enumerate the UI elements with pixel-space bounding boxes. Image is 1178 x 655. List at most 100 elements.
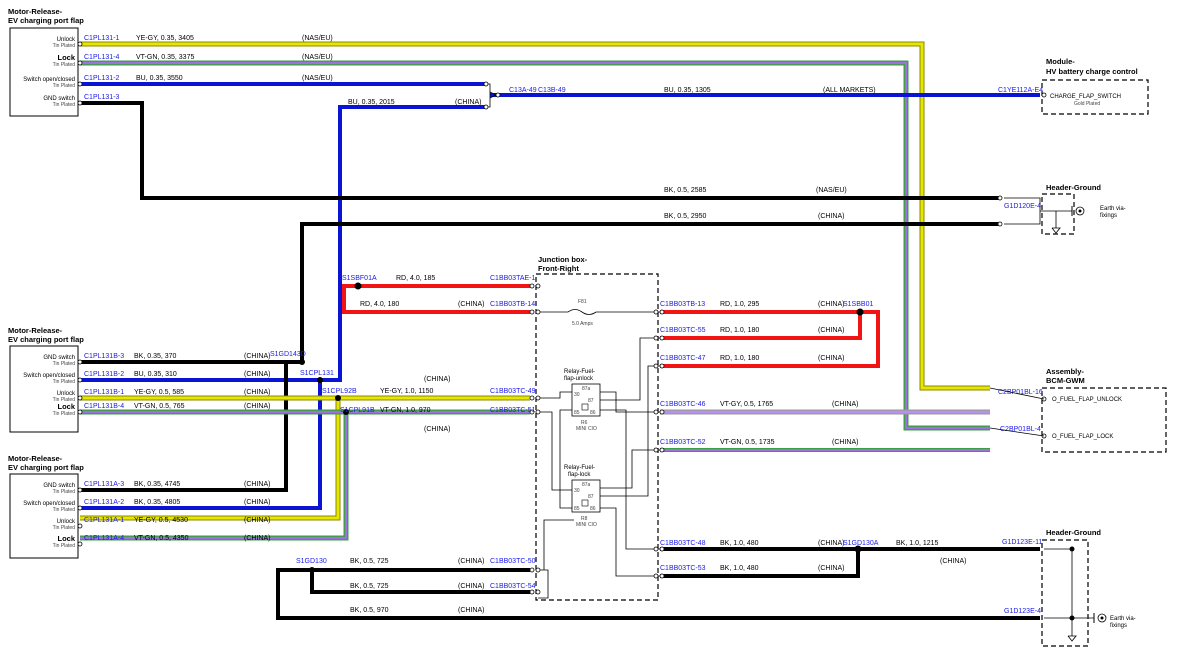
pin-plating: Tin Plated — [53, 62, 76, 68]
connector-label: C1BB03TC-48 — [660, 540, 706, 547]
wire-market: (NAS/EU) — [302, 75, 333, 82]
wire-market: (CHINA) — [818, 213, 844, 220]
pin-terminal — [77, 505, 83, 511]
pin-terminal — [535, 395, 541, 401]
wire-label: BK, 0.5, 970 — [350, 607, 389, 614]
wire-vt-gn-970 — [80, 409, 530, 541]
wire-bk-725b — [310, 570, 530, 594]
pin-terminal — [659, 363, 665, 369]
earth-label-2: fixings — [1100, 213, 1117, 219]
wire-label: VT-GN, 0.35, 3375 — [136, 54, 194, 61]
component-title: Motor-Release- — [8, 326, 63, 335]
pin-terminal — [77, 359, 83, 365]
pin-label: Lock — [57, 402, 75, 411]
pin-terminal — [77, 409, 83, 415]
relay-pin-label: 30 — [574, 392, 580, 398]
component-title: Header-Ground — [1046, 528, 1101, 537]
connector-label: C13A-49 — [509, 87, 537, 94]
component-title: Junction box- — [538, 255, 588, 264]
component-title: Motor-Release- — [8, 7, 63, 16]
pin-terminal — [535, 309, 541, 315]
pin-terminal — [659, 309, 665, 315]
connector-label: G1D123E-11 — [1002, 539, 1042, 546]
component-box — [9, 27, 79, 117]
inline-connector-c13 — [483, 81, 1003, 227]
pin-label: Switch open/closed — [23, 373, 75, 379]
wire-label: RD, 4.0, 180 — [360, 301, 399, 308]
connector-label: G1D120E-4 — [1004, 203, 1041, 210]
wire-label: BK, 0.5, 2585 — [664, 187, 707, 194]
wire-label: BK, 0.35, 4745 — [134, 481, 180, 488]
wire-label: YE-GY, 0.5, 585 — [134, 389, 184, 396]
pin-label: Switch open/closed — [23, 501, 75, 507]
pin-label: GND switch — [43, 355, 75, 361]
splice-label: S1GD130 — [296, 558, 327, 565]
wire-market: (CHINA) — [244, 403, 270, 410]
wire-market: (CHINA) — [455, 99, 481, 106]
wire-label: BU, 0.35, 2015 — [348, 99, 395, 106]
pin-label: CHARGE_FLAP_SWITCH — [1050, 94, 1121, 100]
pin-terminal — [529, 589, 535, 595]
wire-bk-725a — [276, 568, 1040, 620]
relay-box — [571, 383, 601, 417]
wire-label: BK, 0.5, 2950 — [664, 213, 707, 220]
relay-title: Relay-Fuel- — [564, 369, 595, 375]
wire-market: (CHINA) — [458, 583, 484, 590]
pin-plating: Tin Plated — [53, 83, 76, 89]
component-subtitle: EV charging port flap — [8, 463, 84, 472]
pin-terminal — [77, 100, 83, 106]
pin-terminal — [659, 335, 665, 341]
relay-id: R6 — [581, 420, 588, 426]
wire-market: (CHINA) — [818, 540, 844, 547]
module-hv-battery: Module- HV battery charge control CHARGE… — [998, 57, 1149, 115]
relay-title-2: flap-unlock — [564, 376, 594, 382]
pin-terminal — [77, 41, 83, 47]
connector-label: C2BP01BL-16 — [998, 389, 1043, 396]
pin-terminal — [659, 447, 665, 453]
pin-plating: Tin Plated — [53, 102, 76, 108]
connector-label: C1PL131-4 — [84, 54, 120, 61]
pin-terminal — [77, 395, 83, 401]
wire-bk-2950 — [80, 222, 1000, 364]
connector-label: C1BB03TAE-1 — [490, 275, 535, 282]
wire-label: VT-GN, 1.0, 970 — [380, 407, 431, 414]
connector-label: C1PL131B-3 — [84, 353, 124, 360]
wire-label: RD, 4.0, 185 — [396, 275, 435, 282]
pin-plating: Tin Plated — [53, 379, 76, 385]
relay-pin-label: 85 — [574, 506, 580, 512]
pin-terminal — [653, 409, 659, 415]
wire-market: (CHINA) — [818, 355, 844, 362]
wire-market: (CHINA) — [458, 301, 484, 308]
component-box — [1041, 79, 1149, 115]
connector-label: C1BB03TC-54 — [490, 583, 536, 590]
wire-market: (CHINA) — [244, 481, 270, 488]
wire-label: YE-GY, 1.0, 1150 — [380, 388, 434, 395]
connector-label: C1BB03TC-49 — [490, 388, 536, 395]
pin-terminal — [77, 541, 83, 547]
pin-terminal — [1041, 92, 1047, 98]
pin-terminal — [529, 409, 535, 415]
wire-label: BK, 0.5, 725 — [350, 583, 389, 590]
component-box — [1041, 193, 1075, 235]
pin-terminal — [659, 409, 665, 415]
wire-market: (CHINA) — [458, 607, 484, 614]
relay-coil-icon — [581, 499, 589, 507]
pin-plating: Tin Plated — [53, 361, 76, 367]
connector-label: C1PL131A-2 — [84, 499, 124, 506]
relay-coil-icon — [581, 403, 589, 411]
relay-type: MINI CIO — [576, 426, 597, 432]
wire-label: VT-GY, 0.5, 1765 — [720, 401, 773, 408]
connector-label: C2BP01BL-4 — [1000, 426, 1041, 433]
relay-type: MINI CIO — [576, 522, 597, 528]
connector-label: G1D123E-4 — [1004, 608, 1041, 615]
pin-label: O_FUEL_FLAP_LOCK — [1052, 434, 1113, 440]
connector-label: C1BB03TC-55 — [660, 327, 706, 334]
connector-label: C1PL131-1 — [84, 35, 120, 42]
wire-bk-4745 — [80, 362, 288, 492]
connector-label: C1BB03TC-53 — [660, 565, 706, 572]
wire-label: VT-GN, 0.5, 4350 — [134, 535, 189, 542]
motor-release-bot: Motor-Release- EV charging port flap GND… — [8, 454, 270, 559]
component-subtitle: EV charging port flap — [8, 335, 84, 344]
pin-terminal — [529, 395, 535, 401]
relay-title: Relay-Fuel- — [564, 465, 595, 471]
